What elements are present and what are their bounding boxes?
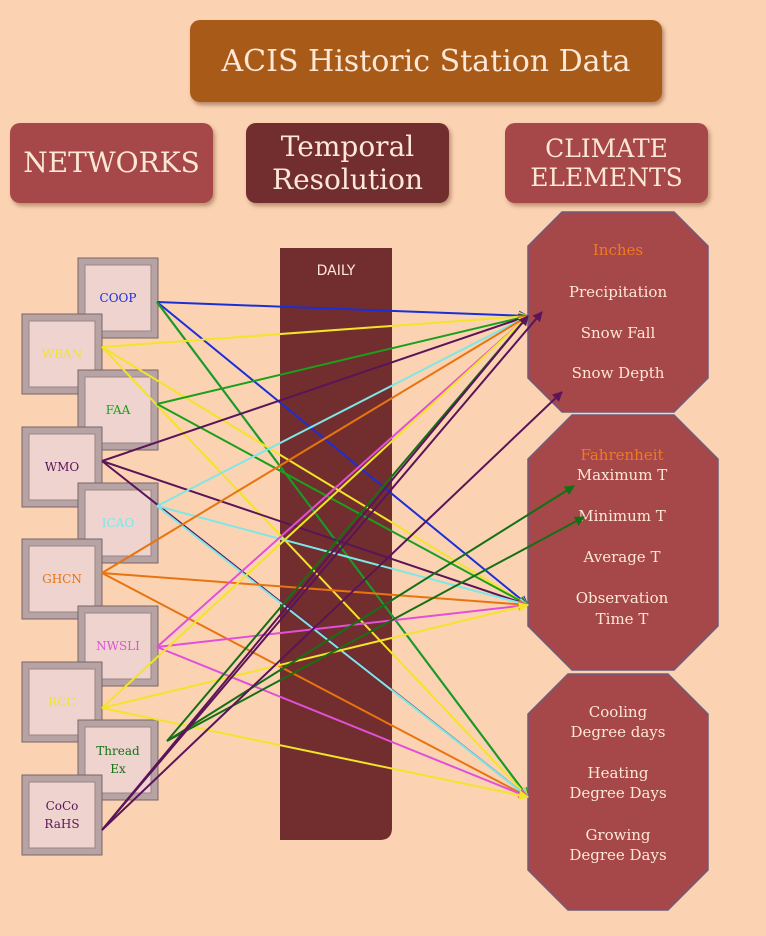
arrow-coop-to-precip [156, 301, 529, 321]
arrow-icao-to-precip [156, 315, 529, 507]
network-label: WBAN [42, 347, 82, 361]
network-label: Thread [96, 744, 140, 758]
climate-element-label: Heating [588, 764, 649, 782]
network-label: RaHS [44, 817, 79, 831]
element-group-shape [527, 211, 709, 413]
climate-element-label: Snow Depth [572, 364, 665, 382]
climate-element-label: Growing [585, 826, 650, 844]
arrow-rcc-to-temp [101, 602, 529, 709]
arrow-rcc-to-precip [101, 315, 529, 709]
arrow-nwsli-to-precip [156, 315, 529, 648]
network-label: Ex [110, 762, 126, 776]
network-box-faa: FAA [77, 369, 159, 451]
connection-arrows [101, 301, 585, 831]
network-label: GHCN [42, 572, 82, 586]
diagram-title: ACIS Historic Station Data [190, 20, 662, 102]
network-box-ghcn: GHCN [21, 538, 103, 620]
arrow-icao-to-degree [156, 505, 529, 798]
climate-element-label: Time T [596, 610, 649, 628]
climate-elements-header: CLIMATE ELEMENTS [505, 123, 708, 203]
arrow-wmo-to-precip [101, 314, 529, 462]
arrow-thread-to-min [166, 516, 585, 742]
networks-header: NETWORKS [10, 123, 213, 203]
network-box-rcc: RCC [21, 661, 103, 743]
arrow-nwsli-to-temp [156, 601, 529, 648]
climate-header-line-2: ELEMENTS [530, 163, 683, 192]
arrow-wban-to-precip [101, 311, 529, 348]
arrow-faa-to-temp [156, 403, 529, 606]
arrow-rcc-to-degree [101, 707, 529, 801]
arrow-cocorahs-to-snowdepth [101, 391, 563, 831]
arrow-cocorahs-to-precip [101, 315, 529, 831]
networks-header-label: NETWORKS [23, 146, 200, 180]
climate-element-label: Precipitation [569, 283, 668, 301]
climate-element-label: Maximum T [577, 466, 667, 484]
climate-element-label: Degree Days [569, 784, 666, 802]
arrow-wmo-to-temp [101, 460, 529, 607]
daily-label: DAILY [317, 263, 356, 279]
climate-element-label: Observation [576, 589, 669, 607]
element-group-shape [527, 673, 709, 911]
element-group-heading: Fahrenheit [580, 446, 663, 464]
arrow-nwsli-to-degree [156, 646, 529, 799]
network-label: WMO [45, 460, 80, 474]
network-box-wban: WBAN [21, 313, 103, 395]
network-boxes: COOP WBAN FAA WMO ICAO GHCN NWSLI RCC ThreadExCo… [21, 257, 159, 856]
arrow-faa-to-precip [156, 313, 529, 405]
temporal-header-line-2: Resolution [272, 163, 423, 196]
network-label: COOP [100, 291, 137, 305]
climate-element-label: Degree days [571, 723, 666, 741]
arrow-thread-to-max [166, 485, 575, 742]
climate-element-label: Minimum T [578, 507, 666, 525]
network-label: CoCo [46, 799, 79, 813]
climate-element-label: Cooling [589, 703, 648, 721]
arrow-ghcn-to-degree [101, 572, 529, 798]
network-box-face [28, 781, 96, 849]
arrow-icao-to-temp [156, 505, 529, 608]
temporal-resolution-header: Temporal Resolution [246, 123, 449, 203]
network-box-face [28, 545, 96, 613]
climate-element-label: Degree Days [569, 846, 666, 864]
arrow-wban-to-temp [101, 346, 529, 606]
arrow-cocorahs-to-snowfall [101, 311, 543, 831]
arrow-thread-to-precip [166, 315, 529, 742]
network-label: FAA [106, 403, 131, 417]
climate-element-label: Average T [583, 548, 661, 566]
network-label: RCC [48, 695, 75, 709]
arrow-coop-to-degree [156, 301, 529, 798]
daily-column: DAILY [280, 248, 392, 840]
network-box-wmo: WMO [21, 426, 103, 508]
daily-bar [280, 248, 392, 840]
climate-header-line-1: CLIMATE [545, 133, 668, 163]
temporal-header-line-1: Temporal [280, 129, 415, 163]
network-label: ICAO [102, 516, 135, 530]
climate-element-label: Snow Fall [581, 324, 656, 342]
arrow-ghcn-to-precip [101, 315, 529, 574]
arrow-ghcn-to-temp [101, 572, 529, 610]
network-label: NWSLI [96, 639, 140, 653]
element-group-heading: Inches [593, 241, 643, 259]
